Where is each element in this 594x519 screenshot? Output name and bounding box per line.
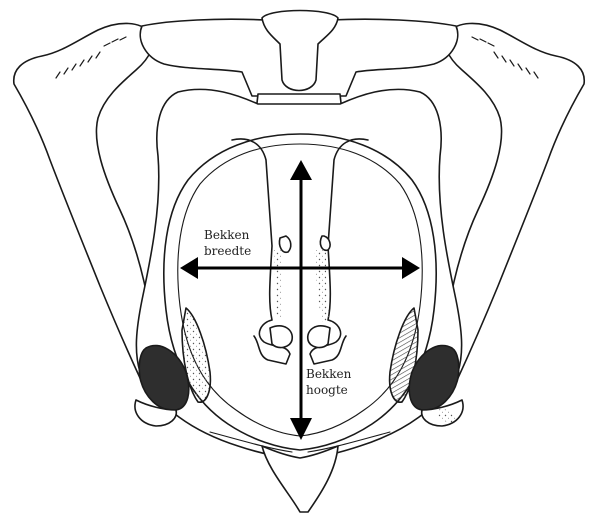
coccyx-right [308, 326, 330, 348]
width-label: Bekken breedte [204, 227, 251, 259]
foramen-left [279, 236, 290, 252]
width-label-line1: Bekken [204, 227, 251, 243]
height-label-line2: hoogte [306, 382, 351, 398]
width-label-line2: breedte [204, 243, 251, 259]
height-label-line1: Bekken [306, 366, 351, 382]
height-label: Bekken hoogte [306, 366, 351, 398]
coccyx-left [270, 326, 292, 348]
